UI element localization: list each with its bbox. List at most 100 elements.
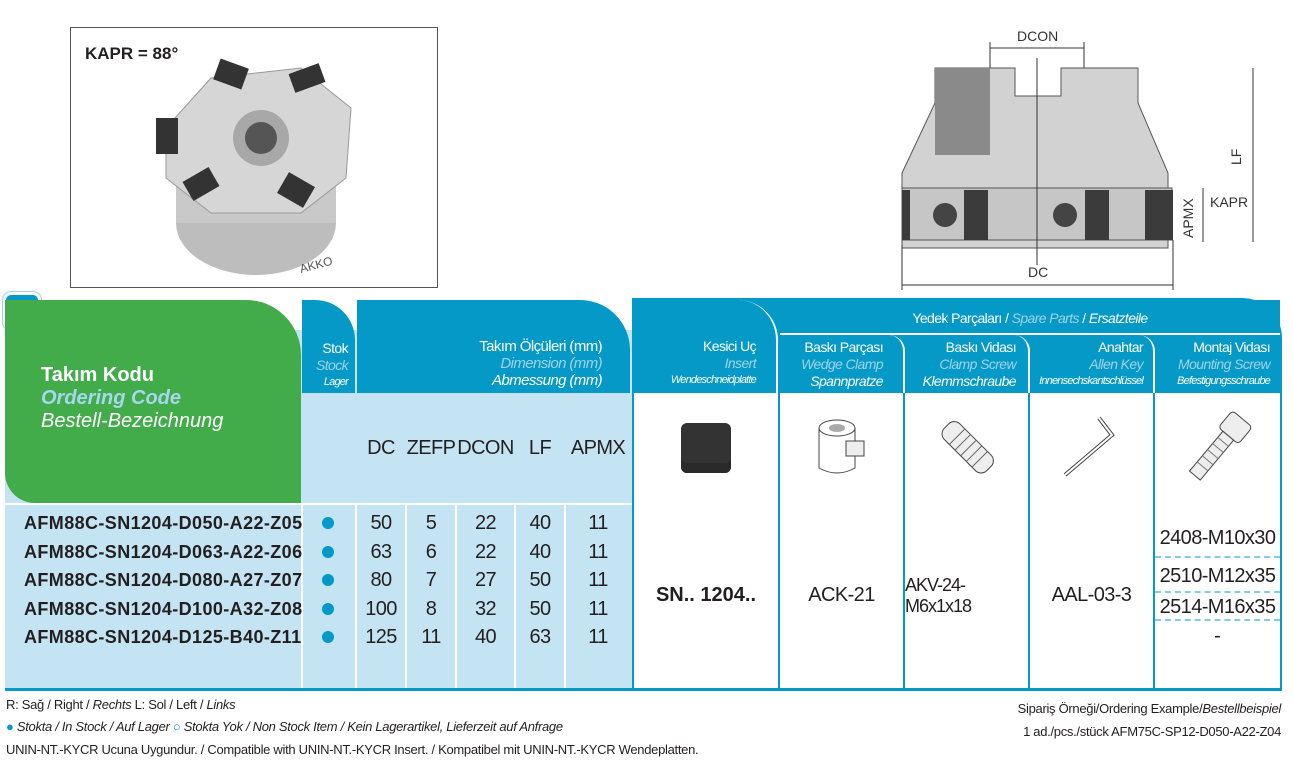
stock-en: Stock xyxy=(315,357,349,373)
in-stock-dot-icon xyxy=(322,517,334,529)
mounting-screw-value: - xyxy=(1214,625,1221,647)
footer-compatibility-note: UNIN-NT.-KYCR Ucuna Uygundur. / Compatib… xyxy=(6,742,699,757)
ordering-code[interactable]: AFM88C-SN1204-D080-A27-Z07 xyxy=(24,570,303,591)
ordering-example-title: Sipariş Örneği/Ordering Example/Bestellb… xyxy=(1017,701,1282,716)
cell-apmx: 11 xyxy=(588,597,608,620)
mounting-screw-value: 2514-M16x35 xyxy=(1155,593,1280,621)
cell-dc: 63 xyxy=(370,540,392,563)
clamp-screw-image xyxy=(905,393,1028,503)
dimensions-header: Takım Ölçüleri (mm) Dimension (mm) Abmes… xyxy=(357,300,630,393)
h-tr: Montaj Vidası xyxy=(1193,339,1270,355)
ordering-code[interactable]: AFM88C-SN1204-D063-A22-Z06 xyxy=(24,541,303,562)
footer-stock-legend: ● Stokta / In Stock / Auf Lager ○ Stokta… xyxy=(6,719,563,734)
cell-lf: 40 xyxy=(529,540,551,563)
h-en: Wedge Clamp xyxy=(801,356,883,372)
cell-dcon: 22 xyxy=(474,540,497,563)
cell-dc: 100 xyxy=(365,597,397,620)
stock-col-header xyxy=(303,393,355,503)
t: L: Sol / Left / xyxy=(131,697,207,712)
in-stock-dot-icon xyxy=(322,631,334,644)
spare-tr: Yedek Parçaları xyxy=(912,310,1002,326)
mounting-screw-value: 2408-M10x30 xyxy=(1155,503,1280,558)
insert-icon xyxy=(681,423,731,473)
cell-zefp: 11 xyxy=(421,626,441,649)
divider xyxy=(780,333,1280,335)
cell-zefp: 6 xyxy=(425,540,437,563)
insert-value: SN.. 1204.. xyxy=(634,503,778,688)
stock-header: Stok Stock Lager xyxy=(302,300,355,393)
in-stock-dot-icon xyxy=(322,574,334,587)
ordering-code[interactable]: AFM88C-SN1204-D050-A22-Z05 xyxy=(24,513,303,533)
cell-apmx: 11 xyxy=(588,569,608,592)
insert-de: Wendeschneidplatte xyxy=(670,374,757,386)
dims-tr: Takım Ölçüleri (mm) xyxy=(479,338,602,355)
t: Links xyxy=(206,697,236,712)
code-en: Ordering Code xyxy=(41,387,182,409)
mounting-screw-icon xyxy=(1188,411,1251,481)
col-lf: LF xyxy=(516,393,564,503)
cell-zefp: 5 xyxy=(425,512,437,534)
spare-en: Spare Parts xyxy=(1011,310,1080,326)
t: Sipariş Örneği/Ordering Example/ xyxy=(1017,701,1203,716)
ordering-example: 1 ad./pcs./stück AFM75C-SP12-D050-A22-Z0… xyxy=(1023,724,1281,739)
t: R: Sağ / Right / xyxy=(6,697,93,712)
divider xyxy=(355,503,357,688)
spare-sep: / xyxy=(1005,310,1009,326)
divider xyxy=(405,503,407,688)
cell-lf: 50 xyxy=(529,597,551,620)
allen-key-value: AAL-03-3 xyxy=(1030,503,1153,688)
col-apmx: APMX xyxy=(566,393,630,503)
non-stock-circle-icon: ○ xyxy=(172,719,181,734)
product-photo: KAPR = 88° AKKO xyxy=(70,27,438,288)
divider xyxy=(5,503,632,505)
in-stock-dot-icon xyxy=(322,545,334,558)
ordering-code[interactable]: AFM88C-SN1204-D100-A32-Z08 xyxy=(24,598,303,619)
insert-image xyxy=(634,393,778,503)
dims-en: Dimension (mm) xyxy=(500,355,602,372)
cell-apmx: 11 xyxy=(588,512,608,534)
cell-zefp: 7 xyxy=(425,569,437,592)
h-de: Spannpratze xyxy=(810,373,883,389)
col-dcon: DCON xyxy=(457,393,514,503)
wedge-clamp-image xyxy=(780,393,903,503)
clamp-screw-value: AKV-24-M6x1x18 xyxy=(905,503,1028,688)
spare-parts-header: Yedek Parçaları / Spare Parts / Ersatzte… xyxy=(780,300,1280,333)
spare-de: Ersatzteile xyxy=(1088,310,1148,326)
divider xyxy=(514,503,516,688)
cell-lf: 50 xyxy=(529,569,551,592)
cell-dcon: 22 xyxy=(474,512,497,534)
divider xyxy=(301,503,303,688)
h-de: Befestigungsschraube xyxy=(1177,375,1271,387)
cell-apmx: 11 xyxy=(588,626,608,649)
ordering-code[interactable]: AFM88C-SN1204-D125-B40-Z11 xyxy=(24,627,302,648)
in-stock-dot-icon: ● xyxy=(6,719,14,734)
h-en: Clamp Screw xyxy=(939,356,1016,372)
allen-key-icon xyxy=(1063,416,1115,477)
kapr-label: KAPR = 88° xyxy=(85,44,179,63)
wedge-clamp-value: ACK-21 xyxy=(780,503,903,688)
dc-label: DC xyxy=(1028,264,1048,280)
spare-sep: / xyxy=(1082,310,1086,326)
t: Stokta Yok / Non Stock Item / Kein Lager… xyxy=(183,719,563,734)
h-en: Allen Key xyxy=(1089,356,1143,372)
cell-dc: 50 xyxy=(370,512,392,534)
mounting-screw-cell: 2408-M10x30 2510-M12x35 2514-M16x35 - xyxy=(1155,503,1280,688)
cell-lf: 40 xyxy=(529,512,551,534)
wedge-clamp-icon xyxy=(818,419,864,473)
kapr-drawing-label: KAPR xyxy=(1210,194,1248,210)
divider xyxy=(455,503,457,688)
h-tr: Baskı Vidası xyxy=(945,339,1017,355)
h-de: Klemmschraube xyxy=(922,373,1017,389)
cell-lf: 63 xyxy=(529,626,551,649)
dims-de: Abmessung (mm) xyxy=(492,372,603,389)
insert-header: Kesici Uç Insert Wendeschneidplatte xyxy=(632,300,778,393)
cell-zefp: 8 xyxy=(425,597,437,620)
allen-key-image xyxy=(1030,393,1153,503)
h-tr: Baskı Parçası xyxy=(804,339,883,355)
clamp-screw-icon xyxy=(941,421,994,474)
col-dc: DC xyxy=(357,393,405,503)
